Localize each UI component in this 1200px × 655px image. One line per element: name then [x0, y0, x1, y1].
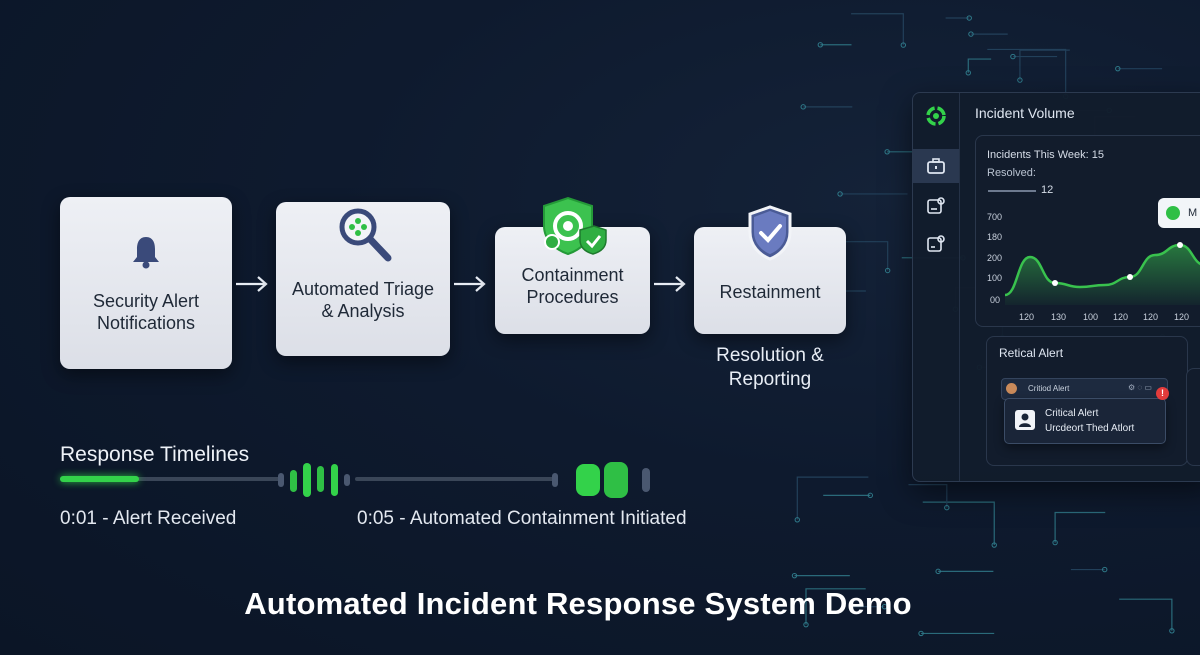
- incidents-week-label: Incidents This Week: 15: [987, 149, 1104, 161]
- step-label: Restainment: [719, 281, 821, 302]
- chart-line: [1005, 243, 1200, 297]
- circuit-node: [794, 517, 800, 523]
- step-label: Containment Procedures: [521, 264, 624, 307]
- alert-row[interactable]: Critiod Alert ⚙ ◌ ▭: [1001, 378, 1168, 400]
- alert-badge: !: [1156, 387, 1169, 400]
- magnifier-icon: [339, 208, 392, 262]
- chart-tooltip[interactable]: M: [1158, 198, 1200, 228]
- circuit-trace: [967, 58, 992, 73]
- timeline-event: 0:05 - Automated Containment Initiated: [357, 508, 687, 529]
- circuit-node: [1010, 53, 1016, 60]
- circuit-trace: [839, 241, 889, 271]
- arrow-icon: [234, 274, 270, 294]
- circuit-node: [1169, 628, 1175, 634]
- logo-icon[interactable]: [913, 99, 959, 133]
- alert-popup-title: Critical Alert: [1045, 408, 1099, 419]
- circuit-node: [966, 15, 972, 21]
- settings-box-icon[interactable]: [913, 227, 959, 261]
- circuit-node: [791, 572, 798, 579]
- shield-check-icon: [748, 205, 792, 261]
- circuit-trace: [908, 484, 948, 508]
- chart-point[interactable]: [1177, 242, 1183, 248]
- resolved-value: 12: [1041, 184, 1054, 196]
- circuit-node: [1052, 539, 1058, 546]
- circuit-node: [918, 630, 924, 637]
- timeline-track-secondary: [355, 477, 555, 481]
- arrow-icon: [452, 274, 488, 294]
- dashboard-sidebar: [913, 93, 960, 481]
- chart-area: [1005, 245, 1200, 305]
- incident-volume-chart: [1005, 242, 1200, 305]
- step-security-alert-notifications[interactable]: Security Alert Notifications: [60, 197, 232, 369]
- status-dot-icon: [1166, 206, 1180, 220]
- alert-card-title: Retical Alert: [999, 346, 1064, 360]
- circuit-node: [884, 149, 890, 155]
- bell-icon: [133, 237, 159, 269]
- alert-box-icon[interactable]: [913, 189, 959, 223]
- circuit-node: [1017, 77, 1023, 83]
- circuit-trace: [922, 501, 995, 546]
- resolution-reporting-label: Resolution & Reporting: [716, 345, 824, 390]
- timeline-progress: [60, 476, 140, 482]
- alert-row-actions-icon: ⚙ ◌ ▭: [1128, 383, 1152, 392]
- y-tick-label: 00: [990, 295, 1001, 305]
- x-tick-label: 130: [1051, 312, 1067, 322]
- y-tick-label: 180: [987, 232, 1003, 242]
- circuit-node: [968, 31, 974, 37]
- dashboard-title: Incident Volume: [975, 105, 1075, 121]
- resolved-label: Resolved:: [987, 167, 1036, 179]
- waveform-icon: [552, 462, 650, 498]
- chart-tooltip-text: M: [1188, 207, 1198, 219]
- circuit-node: [867, 492, 873, 499]
- alert-popup-subtitle: Urcdeort Thed Atlort: [1045, 423, 1135, 434]
- step-label: Automated Triage & Analysis: [291, 279, 435, 321]
- circuit-node: [965, 70, 971, 76]
- x-tick-label: 120: [1113, 312, 1129, 322]
- y-tick-label: 100: [987, 273, 1003, 283]
- circuit-node: [900, 42, 907, 48]
- y-tick-label: 200: [987, 253, 1003, 263]
- chart-point[interactable]: [1052, 280, 1058, 286]
- circuit-trace: [1019, 49, 1070, 81]
- circuit-trace: [805, 588, 866, 625]
- avatar: [1006, 383, 1017, 394]
- circuit-node: [817, 42, 824, 48]
- briefcase-icon[interactable]: [913, 149, 959, 183]
- circuit-trace: [1054, 511, 1106, 543]
- circuit-trace: [1119, 598, 1173, 631]
- circuit-node: [935, 568, 941, 575]
- x-tick-label: 100: [1083, 312, 1099, 322]
- circuit-trace: [851, 13, 904, 46]
- circuit-trace: [987, 48, 1067, 97]
- circuit-node: [944, 504, 950, 511]
- circuit-node: [991, 542, 997, 548]
- circuit-node: [884, 267, 891, 274]
- chart-point[interactable]: [1127, 274, 1133, 280]
- timeline-title: Response Timelines: [60, 443, 250, 466]
- arrow-icon: [652, 274, 688, 294]
- circuit-trace: [796, 476, 869, 520]
- circuit-node: [800, 104, 806, 110]
- timeline-track: [60, 477, 280, 481]
- user-icon: [1015, 410, 1035, 430]
- circuit-node: [837, 191, 843, 197]
- circuit-node: [1102, 566, 1108, 573]
- critical-alert-popup[interactable]: Critical Alert Urcdeort Thed Atlort: [1004, 398, 1166, 444]
- resolved-line: [988, 190, 1036, 192]
- circuit-node: [881, 603, 888, 610]
- x-tick-label: 120: [1174, 312, 1190, 322]
- alert-row-label: Critiod Alert: [1028, 384, 1070, 393]
- circuit-node: [1115, 65, 1121, 72]
- x-tick-label: 120: [1019, 312, 1035, 322]
- shield-gear-icon: [543, 196, 607, 256]
- x-tick-label: 120: [1143, 312, 1159, 322]
- page-title: Automated Incident Response System Demo: [244, 586, 912, 621]
- timeline-event: 0:01 - Alert Received: [60, 508, 237, 529]
- circuit-node: [803, 621, 809, 628]
- step-label: Security Alert Notifications: [92, 291, 200, 333]
- secondary-alert-card: [1186, 368, 1200, 466]
- waveform-icon: [278, 463, 350, 497]
- y-tick-label: 700: [987, 212, 1003, 222]
